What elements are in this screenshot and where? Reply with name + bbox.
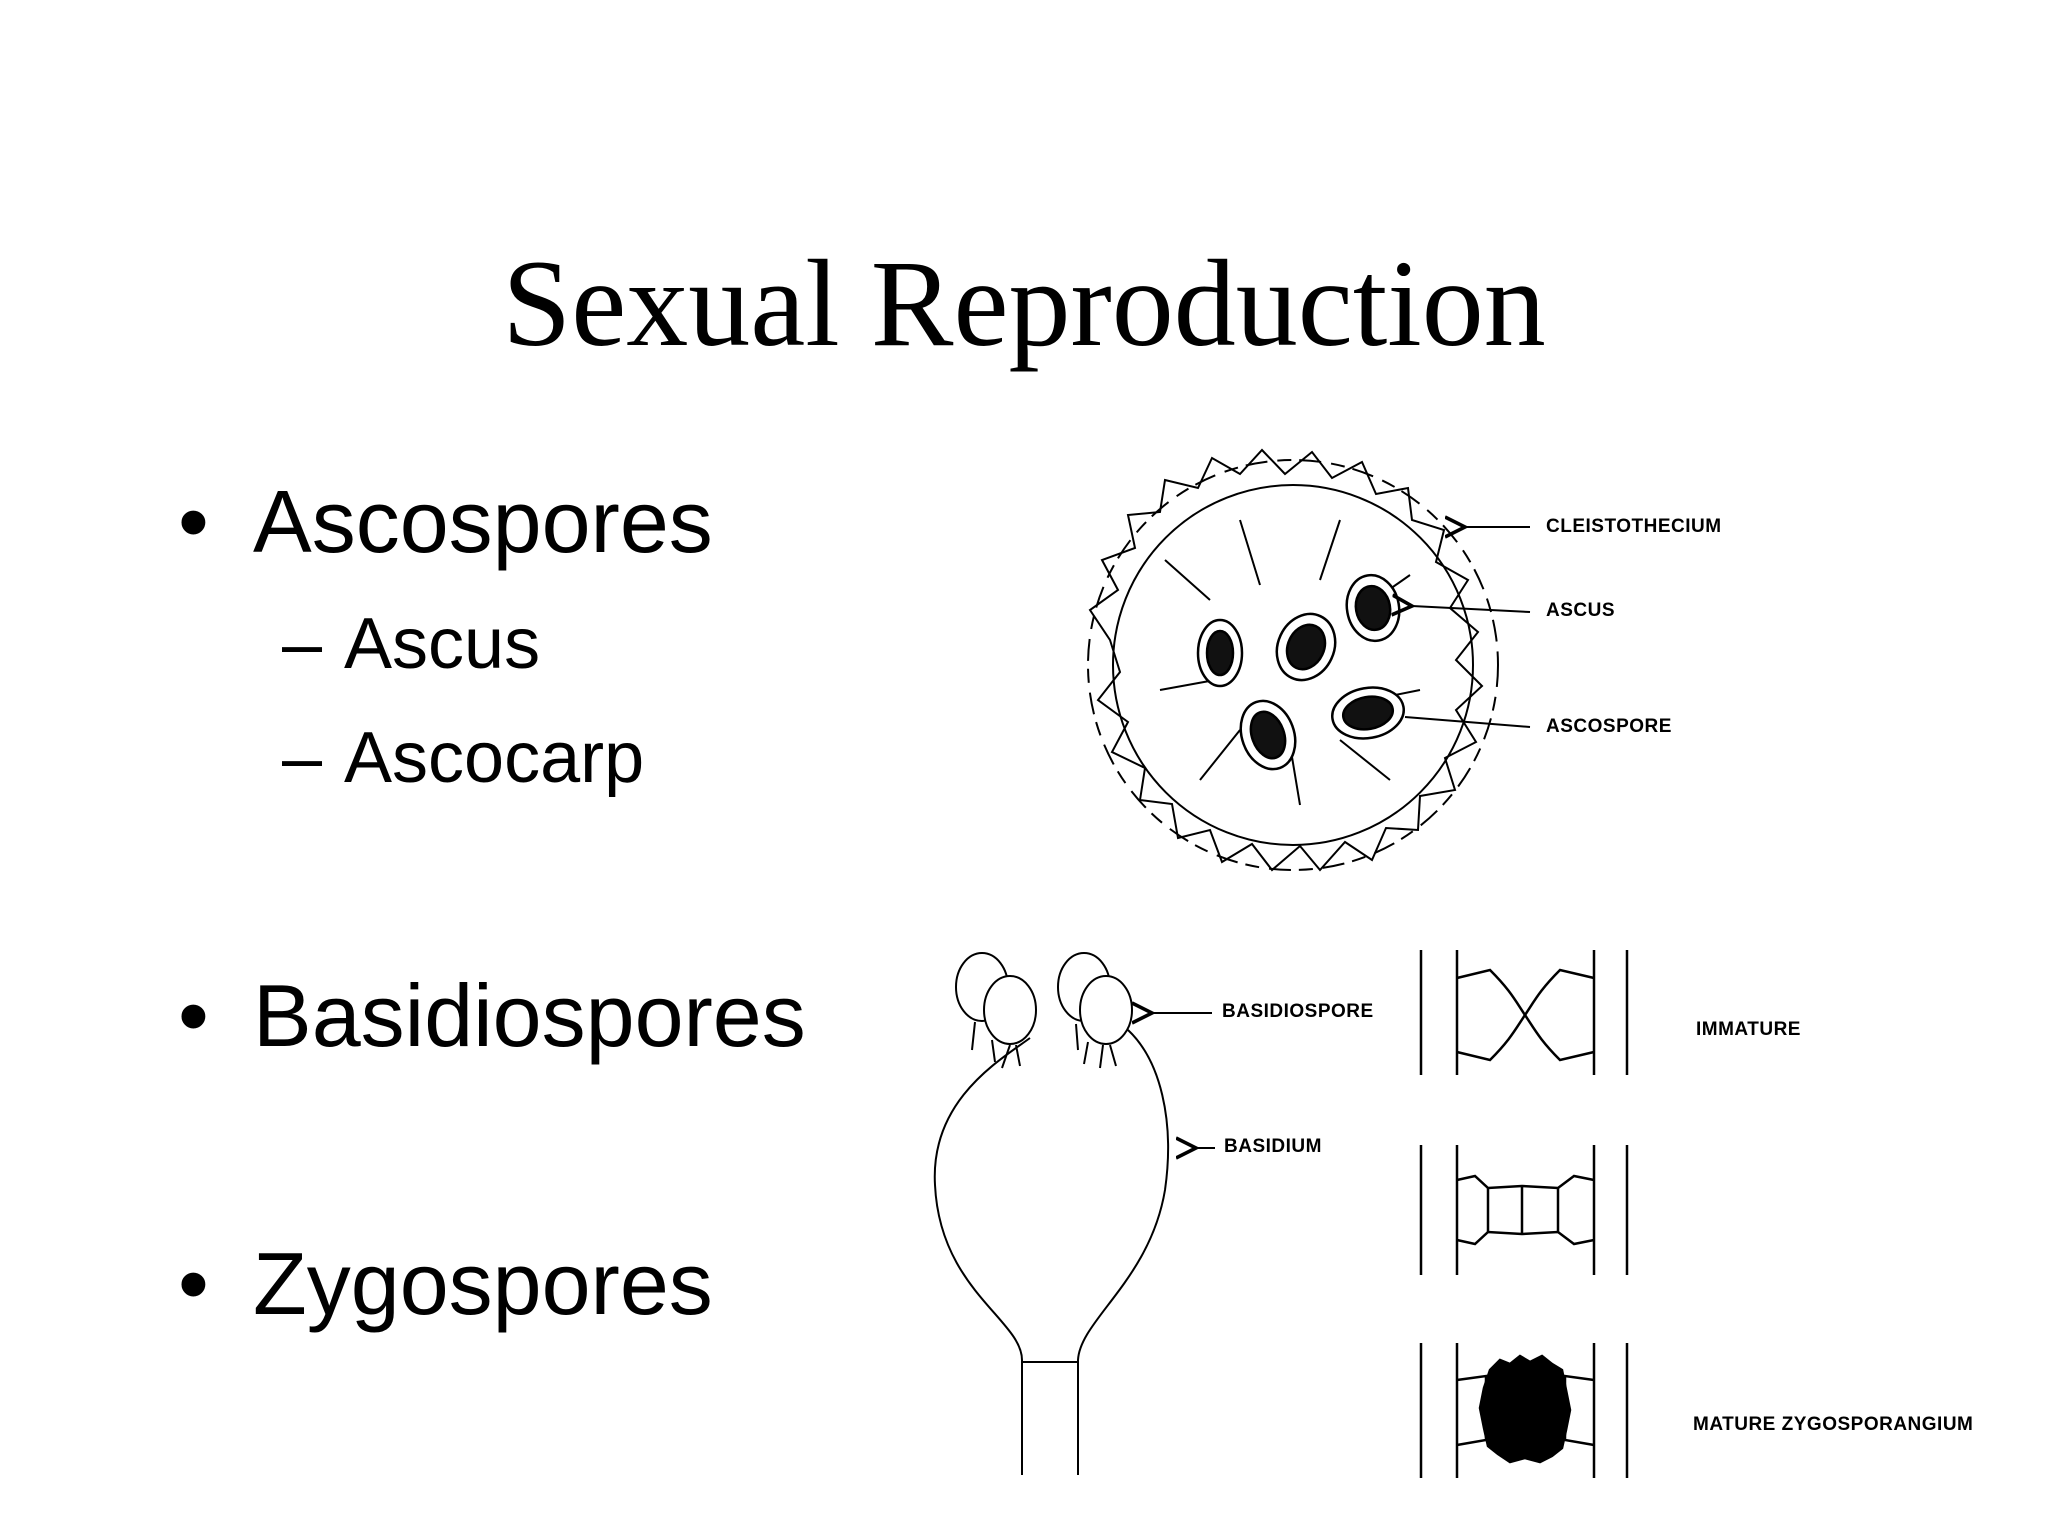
label-ascospore: ASCOSPORE [1546,716,1672,737]
sub-dash: – [282,718,323,798]
cleistothecium-leaders [1405,527,1531,728]
label-ascus: ASCUS [1546,600,1616,621]
basidium-left-wall [933,1037,1031,1460]
bullet-ascospores: •Ascospores [178,478,713,566]
zygospore-stage-intermediate [1419,1145,1629,1275]
bullet-dot: • [178,966,209,1065]
zygospore-stage-immature [1419,950,1629,1075]
sub-bullet-ascocarp: –Ascocarp [282,722,644,794]
bullet-label: Zygospores [253,1234,713,1333]
sub-bullet-label: Ascocarp [344,718,645,798]
cleistothecium-appendages [1088,448,1484,872]
basidium-right-wall [1077,1029,1170,1460]
basidiospore [983,975,1037,1045]
sterigmata [971,1021,1117,1069]
basidium-drawing [933,952,1170,1475]
bullet-dot: • [178,472,209,571]
label-mature-zygosporangium: MATURE ZYGOSPORANGIUM [1693,1414,1974,1435]
cleistothecium-outline [1112,484,1474,846]
sub-dash: – [282,604,323,684]
slide-title: Sexual Reproduction [502,235,1546,372]
bullet-label: Ascospores [253,472,713,571]
label-immature: IMMATURE [1696,1019,1801,1040]
asci [1196,573,1405,771]
bullet-zygospores: •Zygospores [178,1240,713,1328]
label-cleistothecium: CLEISTOTHECIUM [1546,516,1722,537]
basidiospore [1079,975,1133,1045]
sub-bullet-label: Ascus [344,604,541,684]
bullet-basidiospores: •Basidiospores [178,972,806,1060]
bullet-label: Basidiospores [253,966,806,1065]
basidium-leaders [1152,1013,1215,1148]
cleistothecium-wall [1087,459,1499,871]
zygosporangium [1478,1354,1572,1464]
label-basidiospore: BASIDIOSPORE [1222,1001,1374,1022]
zygospore-stage-mature [1419,1343,1629,1478]
label-basidium: BASIDIUM [1224,1136,1322,1157]
bullet-dot: • [178,1234,209,1333]
sub-bullet-ascus: –Ascus [282,608,540,680]
